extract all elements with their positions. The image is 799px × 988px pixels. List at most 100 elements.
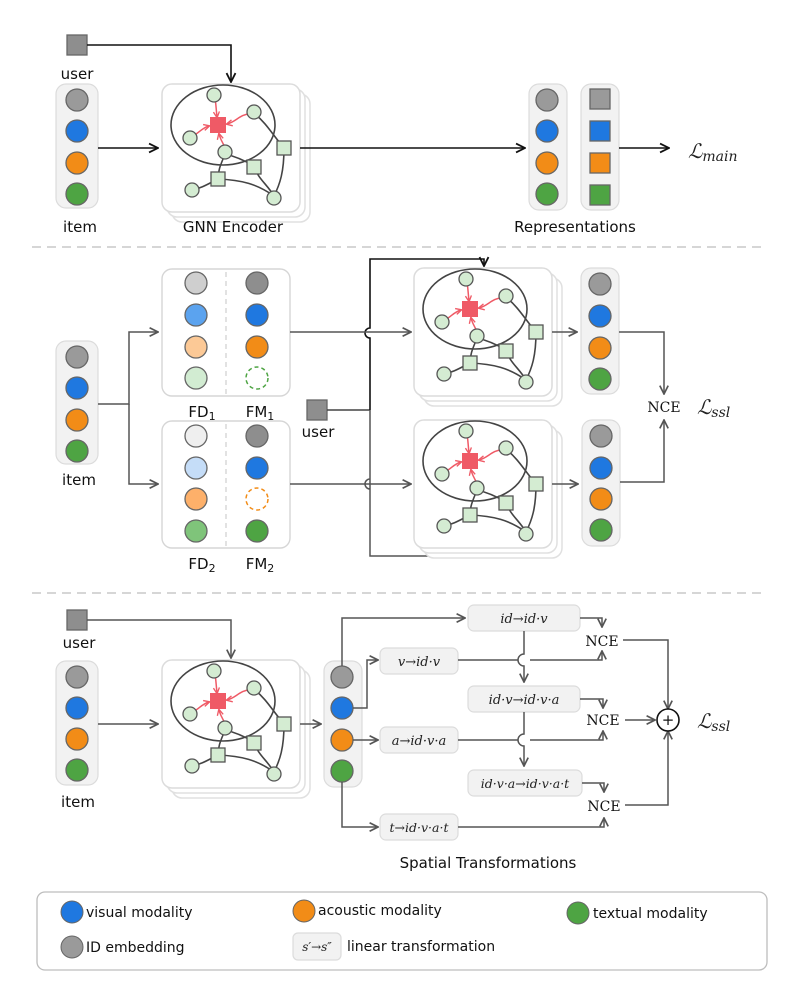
dropped-id-icon bbox=[184, 271, 208, 295]
textual-representation-icon bbox=[535, 182, 559, 206]
nce-label: NCE bbox=[647, 400, 680, 416]
transform-box-v-to-idv bbox=[379, 647, 459, 675]
section-contrastive-fusion: item FD1 FM1 FD2 FM2 user bbox=[55, 259, 730, 575]
legend-textual-label: textual modality bbox=[593, 906, 708, 922]
item-embedding-panel bbox=[55, 660, 99, 786]
textual-embedding-icon bbox=[65, 439, 89, 463]
acoustic-output-icon bbox=[589, 487, 613, 511]
visual-output-icon bbox=[589, 456, 613, 480]
legend-visual-icon bbox=[60, 900, 84, 924]
fd2-label: FD2 bbox=[188, 555, 215, 575]
user-textual-representation-icon bbox=[589, 184, 611, 206]
acoustic-output-icon bbox=[588, 336, 612, 360]
nce-label-2: NCE bbox=[586, 713, 619, 729]
legend-id-label: ID embedding bbox=[86, 940, 185, 956]
id-output-icon bbox=[588, 272, 612, 296]
gnn-encoder-view-2 bbox=[414, 420, 562, 558]
user-acoustic-representation-icon bbox=[589, 152, 611, 174]
masked-id-icon bbox=[245, 271, 269, 295]
legend-id-icon bbox=[60, 935, 84, 959]
textual-output-icon bbox=[330, 759, 354, 783]
dropped-visual-icon bbox=[184, 303, 208, 327]
transform-label: a→id·v·a bbox=[392, 734, 446, 749]
dropped-acoustic-icon bbox=[184, 335, 208, 359]
id-representation-icon bbox=[535, 88, 559, 112]
sum-operator-label: + bbox=[662, 711, 675, 729]
visual-embedding-icon bbox=[65, 119, 89, 143]
gnn-encoder bbox=[162, 660, 310, 798]
id-embedding-icon bbox=[65, 345, 89, 369]
transform-label: t→id·v·a·t bbox=[390, 820, 450, 835]
legend-acoustic-icon bbox=[292, 899, 316, 923]
visual-output-icon bbox=[588, 304, 612, 328]
acoustic-representation-icon bbox=[535, 151, 559, 175]
fd1-fm1-panel bbox=[161, 268, 291, 397]
fm2-label: FM2 bbox=[246, 555, 275, 575]
transform-label: v→id·v bbox=[398, 655, 441, 670]
dropped-textual-icon bbox=[184, 519, 208, 543]
textual-embedding-icon bbox=[65, 182, 89, 206]
user-node-icon bbox=[306, 399, 328, 421]
user-label: user bbox=[61, 65, 95, 83]
representations-label: Representations bbox=[514, 218, 636, 236]
visual-output-icon bbox=[330, 696, 354, 720]
user-node-icon bbox=[66, 609, 88, 631]
legend-textual-icon bbox=[566, 901, 590, 925]
masked-acoustic-missing-icon bbox=[245, 487, 269, 511]
textual-embedding-icon bbox=[65, 758, 89, 782]
masked-visual-icon bbox=[245, 456, 269, 480]
user-visual-representation-icon bbox=[589, 120, 611, 142]
representation-panel-squares bbox=[580, 83, 620, 211]
textual-output-icon bbox=[588, 367, 612, 391]
user-id-representation-icon bbox=[589, 88, 611, 110]
id-output-icon bbox=[589, 424, 613, 448]
visual-embedding-icon bbox=[65, 696, 89, 720]
legend-acoustic-label: acoustic modality bbox=[318, 903, 442, 919]
fd1-label: FD1 bbox=[188, 403, 215, 423]
legend-linear-transformation-label: linear transformation bbox=[347, 939, 495, 955]
view2-output-panel bbox=[581, 419, 621, 547]
spatial-transformations-caption: Spatial Transformations bbox=[400, 854, 577, 872]
user-node-icon bbox=[66, 34, 88, 56]
fm1-label: FM1 bbox=[246, 403, 275, 423]
acoustic-output-icon bbox=[330, 728, 354, 752]
item-label: item bbox=[61, 793, 95, 811]
masked-textual-icon bbox=[245, 519, 269, 543]
user-label: user bbox=[63, 634, 97, 652]
item-label: item bbox=[63, 218, 97, 236]
section-main-task: user item GNN Encoder Representations ℒm… bbox=[55, 34, 738, 236]
acoustic-embedding-icon bbox=[65, 408, 89, 432]
masked-textual-missing-icon bbox=[245, 366, 269, 390]
legend: visual modality acoustic modality textua… bbox=[36, 891, 768, 971]
dropped-visual-icon bbox=[184, 456, 208, 480]
id-embedding-icon bbox=[65, 665, 89, 689]
ssl-loss-label: ℒssl bbox=[697, 395, 730, 421]
item-embedding-panel bbox=[55, 340, 99, 465]
id-output-icon bbox=[330, 665, 354, 689]
nce-label-1: NCE bbox=[585, 634, 618, 650]
ssl-loss-label: ℒssl bbox=[697, 709, 730, 735]
masked-visual-icon bbox=[245, 303, 269, 327]
transform-label: id·v→id·v·a bbox=[489, 693, 560, 708]
id-embedding-icon bbox=[65, 88, 89, 112]
masked-id-icon bbox=[245, 424, 269, 448]
gnn-encoder bbox=[162, 84, 310, 222]
masked-acoustic-icon bbox=[245, 335, 269, 359]
transform-label: id·v·a→id·v·a·t bbox=[481, 776, 570, 791]
main-loss-label: ℒmain bbox=[688, 139, 738, 165]
dropped-acoustic-icon bbox=[184, 487, 208, 511]
view1-output-panel bbox=[580, 267, 620, 395]
item-embedding-panel bbox=[55, 83, 99, 209]
transform-label: id→id·v bbox=[500, 612, 548, 627]
visual-representation-icon bbox=[535, 119, 559, 143]
gnn-encoder-view-1 bbox=[414, 268, 562, 406]
item-label: item bbox=[62, 471, 96, 489]
user-label: user bbox=[302, 423, 336, 441]
legend-linear-transformation-box bbox=[292, 932, 342, 961]
dropped-textual-icon bbox=[184, 366, 208, 390]
acoustic-embedding-icon bbox=[65, 151, 89, 175]
dropped-id-icon bbox=[184, 424, 208, 448]
visual-embedding-icon bbox=[65, 376, 89, 400]
fd2-fm2-panel bbox=[161, 420, 291, 549]
